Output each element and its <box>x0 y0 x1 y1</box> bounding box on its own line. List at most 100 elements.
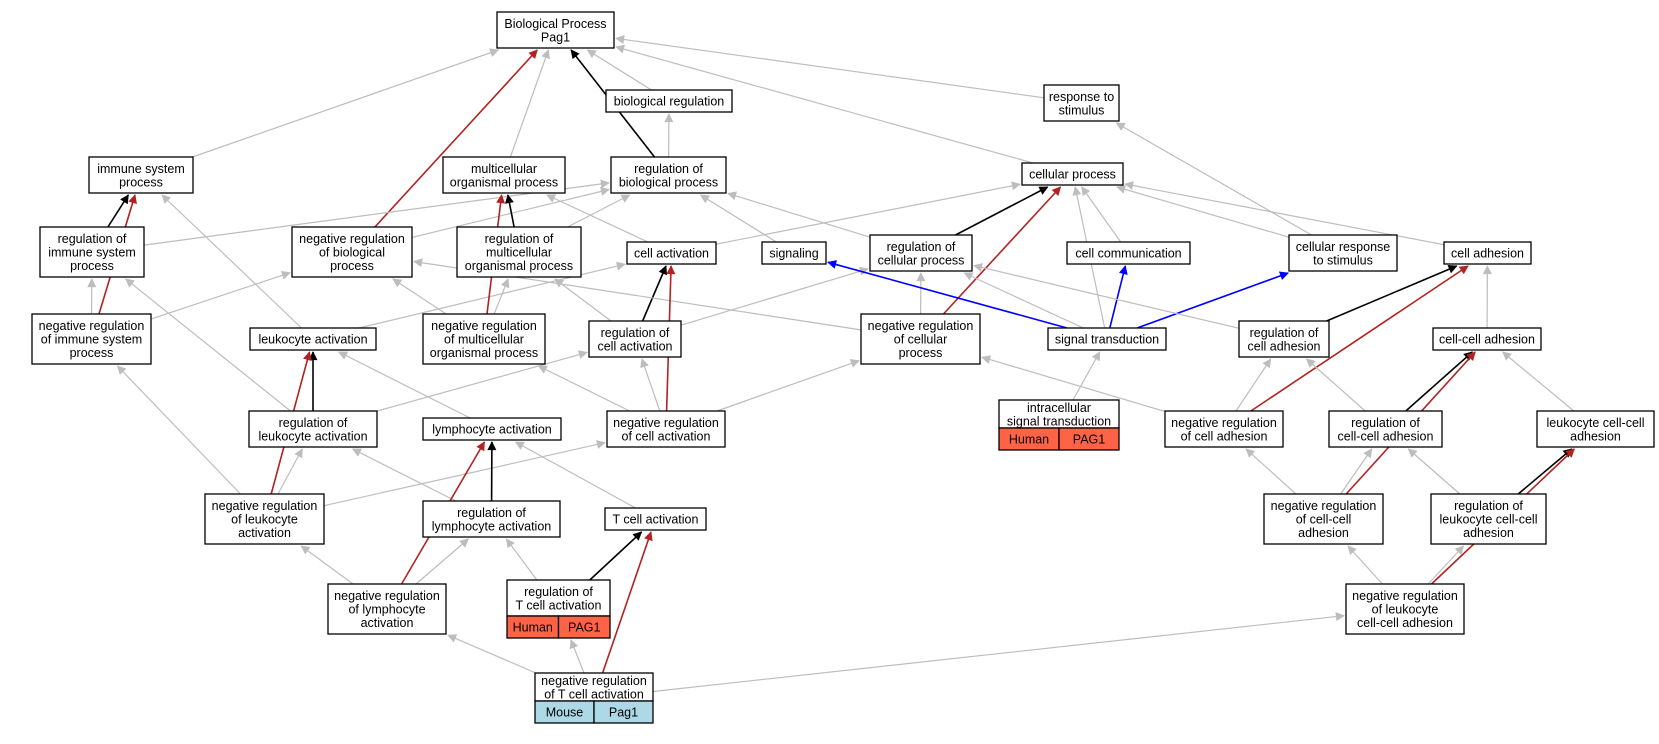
node-tcellact[interactable]: T cell activation <box>605 508 706 530</box>
edge-cellresp-to-resp <box>1116 123 1311 235</box>
node-label-line: regulation of <box>457 506 526 520</box>
node-label-line: negative regulation <box>431 319 537 333</box>
node-label-line: negative regulation <box>613 416 719 430</box>
edge-reglym-to-regleu <box>353 449 456 501</box>
node-cellproc[interactable]: cellular process <box>1022 163 1123 185</box>
node-label-line: to stimulus <box>1313 253 1373 267</box>
node-label-line: adhesion <box>1570 429 1621 443</box>
edge-negmulti-to-negbio <box>393 279 446 314</box>
annotation-label: Human <box>513 621 553 635</box>
node-bioreg[interactable]: biological regulation <box>606 90 732 112</box>
edge-negleu-to-negimm <box>118 366 241 494</box>
node-label-line: signaling <box>769 247 818 261</box>
edge-intra-to-sigtrans <box>1073 352 1100 400</box>
node-label-line: of cell activation <box>622 429 711 443</box>
edge-regadh-to-celladh <box>1327 266 1457 321</box>
node-label-line: process <box>899 346 943 360</box>
node-label-line: T cell activation <box>613 513 699 527</box>
node-celladh[interactable]: cell adhesion <box>1444 242 1531 264</box>
edge-sigtrans-to-regcell <box>964 273 1083 328</box>
edge-signaling-to-regbio <box>701 195 777 242</box>
annotation-label: PAG1 <box>1073 433 1105 447</box>
node-ccadh[interactable]: cell-cell adhesion <box>1433 328 1541 350</box>
node-label-line: immune system <box>48 246 136 260</box>
node-label-line: process <box>119 175 163 189</box>
edge-cellresp-to-cellproc <box>1117 187 1289 237</box>
edge-negleu-to-negcellact <box>324 443 605 506</box>
node-signaling[interactable]: signaling <box>762 242 826 264</box>
node-label-line: regulation of <box>524 585 593 599</box>
node-label-line: negative regulation <box>39 319 145 333</box>
node-label-line: signal transduction <box>1007 414 1111 428</box>
node-lymact[interactable]: lymphocyte activation <box>423 418 561 440</box>
edge-negtcell-to-regtcell <box>571 640 584 673</box>
edge-sigtrans-to-cellresp <box>1137 273 1288 328</box>
edge-tcellact-to-lymact <box>516 442 636 508</box>
node-label-line: of cell-cell <box>1296 513 1352 527</box>
edge-regcell-to-regbio <box>728 193 870 237</box>
edge-regleuccadh-to-leuccadh <box>1518 449 1572 494</box>
node-label-line: leukocyte cell-cell <box>1547 416 1645 430</box>
node-label-line: negative regulation <box>541 674 647 688</box>
edge-multi-to-bp <box>510 50 548 157</box>
edge-negcellact-to-negcell <box>717 361 859 411</box>
node-label-line: negative regulation <box>1352 589 1458 603</box>
edge-sigtrans-to-cellcomm <box>1110 266 1126 328</box>
node-label-line: cell activation <box>634 247 709 261</box>
edge-regcellact-to-cellact <box>643 266 666 321</box>
node-label-line: of multicellular <box>444 333 524 347</box>
edge-negmulti-to-regmulti <box>494 279 508 314</box>
node-label-line: cellular process <box>1029 168 1116 182</box>
node-label-line: organismal process <box>465 259 573 273</box>
edge-negtcell-to-neglym <box>448 635 536 673</box>
node-label-line: cell adhesion <box>1248 339 1321 353</box>
node-label-line: Biological Process <box>504 17 606 31</box>
node-sigtrans[interactable]: signal transduction <box>1048 328 1166 350</box>
node-label-line: negative regulation <box>1171 416 1277 430</box>
node-cellcomm[interactable]: cell communication <box>1067 242 1190 264</box>
edge-immune-to-bp <box>193 50 499 157</box>
node-leuact[interactable]: leukocyte activation <box>250 328 376 350</box>
node-label-line: regulation of <box>58 232 127 246</box>
node-label-line: negative regulation <box>1271 499 1377 513</box>
node-cellact[interactable]: cell activation <box>627 242 716 264</box>
node-label-line: of cell adhesion <box>1181 429 1268 443</box>
edge-neglym-to-negleu <box>301 546 353 584</box>
annotation-label: Mouse <box>546 706 584 720</box>
node-label-line: T cell activation <box>516 598 602 612</box>
node-label-line: of immune system <box>41 333 142 347</box>
node-label-line: organismal process <box>450 175 558 189</box>
